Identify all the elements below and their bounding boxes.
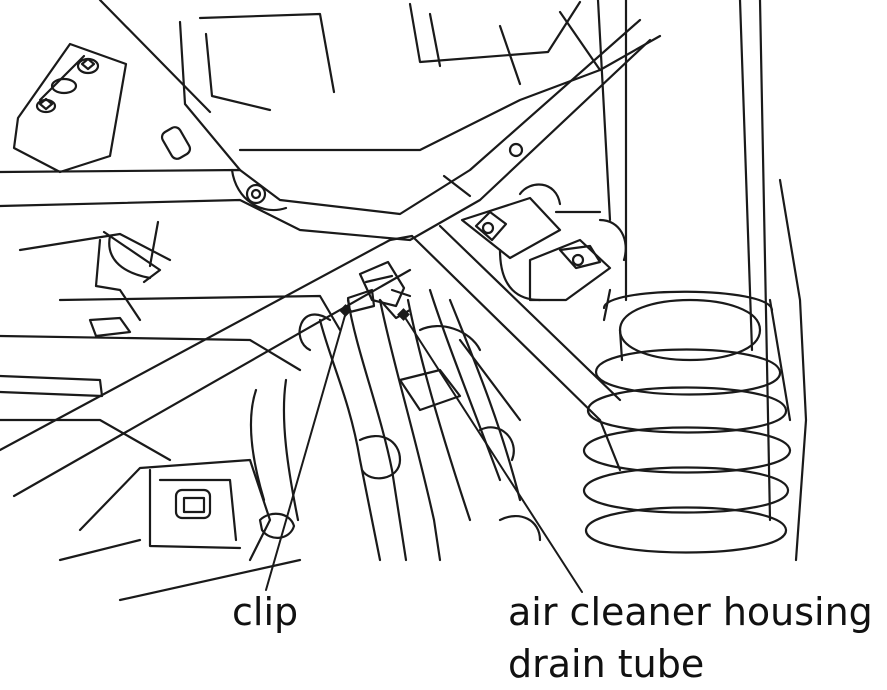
top-left-bracket [12, 42, 128, 174]
leader-lines [265, 311, 583, 593]
drain-tube-label-line2: drain tube [508, 642, 705, 686]
drain-tube-label: air cleaner housing drain tube [508, 586, 873, 690]
drain-tube-label-line1: air cleaner housing [508, 590, 873, 634]
clip-label-text: clip [232, 590, 299, 634]
upper-frame-tube [0, 18, 652, 242]
clip-marker [339, 304, 352, 317]
drain-tube-leader-line [403, 315, 583, 593]
center-hoses-harness [258, 288, 542, 562]
left-side-frame [0, 220, 342, 462]
shock-absorber [596, 0, 808, 562]
clip-assembly [346, 260, 412, 320]
upper-body-panel [98, 0, 662, 172]
drain-tube-marker [397, 308, 410, 321]
coil-spring [582, 288, 792, 554]
right-connectors [442, 174, 627, 302]
clip-leader-line [265, 311, 347, 591]
clip-label: clip [232, 586, 298, 638]
